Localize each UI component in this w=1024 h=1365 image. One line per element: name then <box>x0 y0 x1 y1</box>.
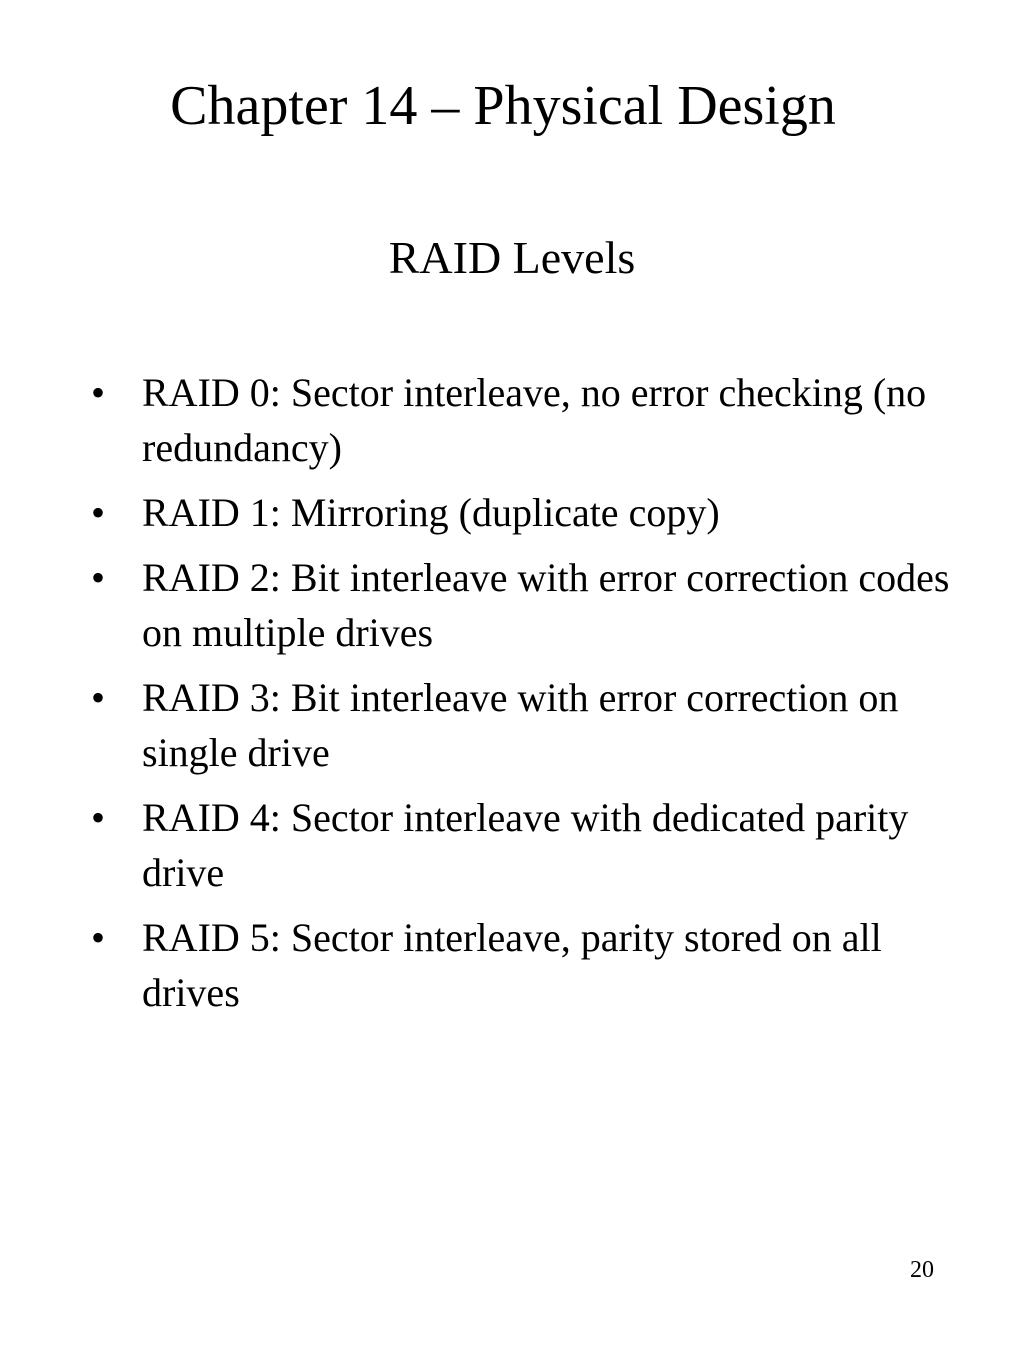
list-item-raid-1: • RAID 1: Mirroring (duplicate copy) <box>0 485 1024 540</box>
slide-title: Chapter 14 – Physical Design <box>170 75 836 137</box>
list-item-raid-4: • RAID 4: Sector interleave with dedicat… <box>0 790 1024 900</box>
bullet-icon: • <box>90 555 105 600</box>
list-item-raid-5: • RAID 5: Sector interleave, parity stor… <box>0 910 1024 1020</box>
list-item-raid-3: • RAID 3: Bit interleave with error corr… <box>0 670 1024 780</box>
bullet-icon: • <box>90 490 105 535</box>
bullet-icon: • <box>90 675 105 720</box>
list-item-raid-0: • RAID 0: Sector interleave, no error ch… <box>0 365 1024 475</box>
bullet-text: RAID 0: Sector interleave, no error chec… <box>142 370 927 470</box>
bullet-icon: • <box>90 370 105 415</box>
slide-subtitle: RAID Levels <box>388 232 636 283</box>
raid-levels-list: • RAID 0: Sector interleave, no error ch… <box>0 365 1024 1030</box>
bullet-text: RAID 2: Bit interleave with error correc… <box>142 555 950 655</box>
bullet-icon: • <box>90 795 105 840</box>
bullet-text: RAID 5: Sector interleave, parity stored… <box>142 915 882 1015</box>
bullet-text: RAID 4: Sector interleave with dedicated… <box>142 795 909 895</box>
bullet-icon: • <box>90 915 105 960</box>
bullet-text: RAID 3: Bit interleave with error correc… <box>142 675 899 775</box>
bullet-text: RAID 1: Mirroring (duplicate copy) <box>142 490 720 535</box>
list-item-raid-2: • RAID 2: Bit interleave with error corr… <box>0 550 1024 660</box>
page-number: 20 <box>910 1257 934 1283</box>
